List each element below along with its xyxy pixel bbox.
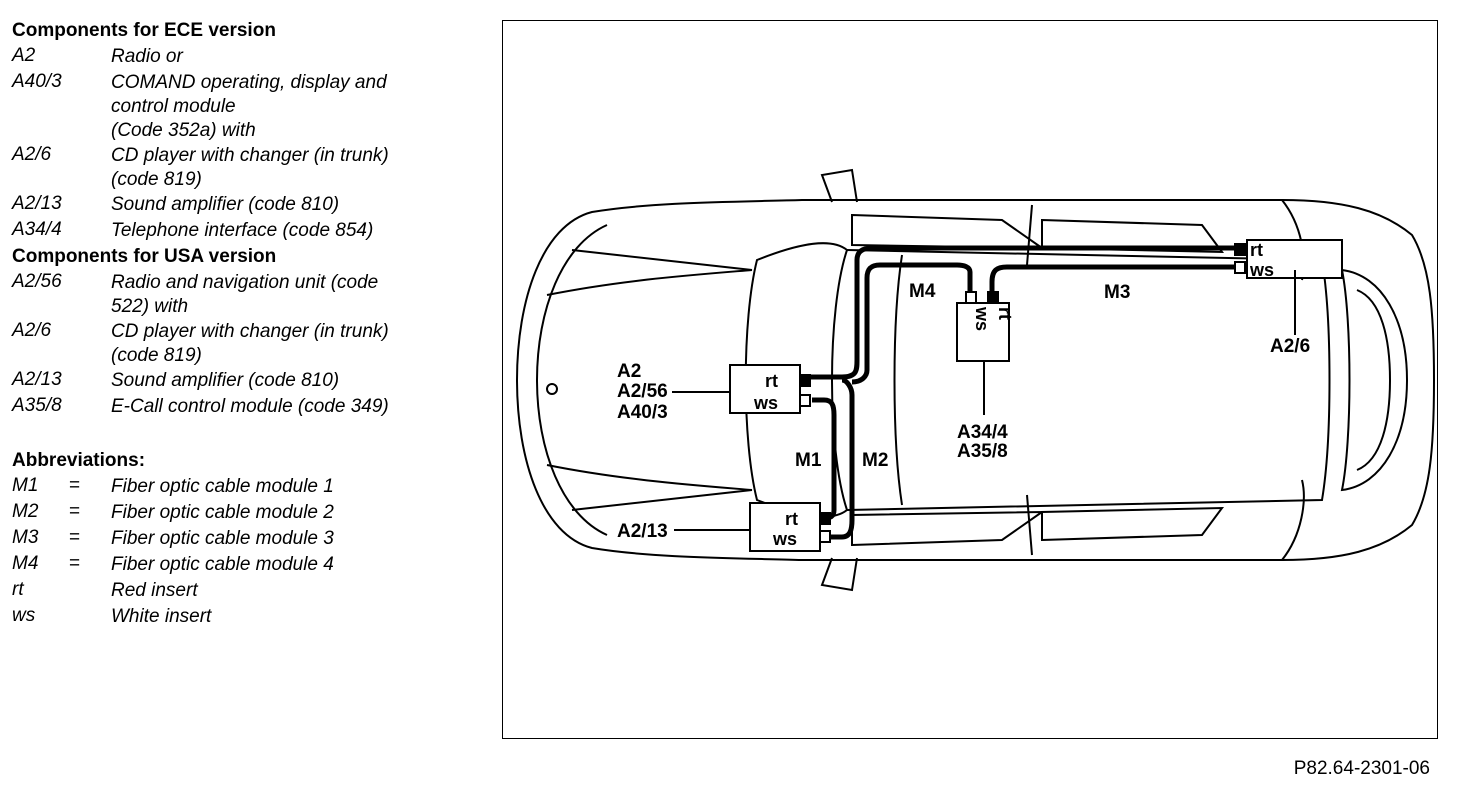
legend-description: Radio or <box>111 46 183 67</box>
legend-row: M4 = Fiber optic cable module 4 <box>12 552 482 578</box>
legend-description: Fiber optic cable module 4 <box>111 554 334 575</box>
legend-row: A2/13 Sound amplifier (code 810) <box>12 368 482 394</box>
legend-description: Radio and navigation unit (code 522) wit… <box>111 272 379 317</box>
cd-ws-label: ws <box>1249 260 1274 280</box>
tel-white-insert <box>965 291 977 304</box>
legend-description: E-Call control module (code 349) <box>111 396 389 417</box>
radio-white-insert <box>799 394 811 407</box>
legend-code: ws <box>12 605 36 626</box>
figure-reference: P82.64-2301-06 <box>1293 758 1430 779</box>
legend-code: A35/8 <box>12 395 62 416</box>
cable-m3-label: M3 <box>1104 282 1130 303</box>
cable-m3 <box>989 264 1237 295</box>
legend-code: M4 <box>12 553 39 574</box>
legend-row: A40/3 COMAND operating, display and contr… <box>12 70 482 143</box>
legend-code: rt <box>12 579 24 600</box>
legend-description: Sound amplifier (code 810) <box>111 194 340 215</box>
legend-description: Fiber optic cable module 2 <box>111 502 334 523</box>
legend-code: M2 <box>12 501 39 522</box>
legend-description: COMAND operating, display and control mo… <box>111 72 387 141</box>
telephone-label-a34-4: A34/4 <box>957 422 1008 443</box>
legend-code: A2/6 <box>12 144 52 165</box>
radio-label-a40-3: A40/3 <box>617 402 668 423</box>
legend-description: CD player with changer (in trunk) (code … <box>111 145 389 190</box>
legend-code: A2/56 <box>12 271 62 292</box>
cd-changer-label: A2/6 <box>1270 336 1310 357</box>
legend-description: Red insert <box>111 580 198 601</box>
diagram-frame <box>502 20 1438 739</box>
cable-m2 <box>804 245 1237 380</box>
legend-description: White insert <box>111 606 212 627</box>
legend-row: A2/6 CD player with changer (in trunk) (c… <box>12 143 482 192</box>
cd-rt-label: rt <box>1250 240 1263 260</box>
radio-red-insert <box>799 374 811 387</box>
legend-row: A2 Radio or <box>12 44 482 70</box>
legend-code: A2/13 <box>12 193 62 214</box>
telephone-module-box <box>956 302 1010 362</box>
cd-red-insert <box>1234 243 1246 256</box>
ece-heading: Components for ECE version <box>12 20 276 41</box>
legend-equals: = <box>69 553 81 574</box>
amp-rt-label: rt <box>785 509 798 529</box>
vehicle-wiring-diagram: rt ws rt ws ws rt rt ws A2 A2/56 A40/3 A… <box>515 168 1436 592</box>
legend-code: A2/6 <box>12 320 52 341</box>
legend-code: A2/13 <box>12 369 62 390</box>
abbreviation-list: M1 = Fiber optic cable module 1 M2 = Fiber op… <box>12 474 482 630</box>
cable-m4 <box>851 262 973 385</box>
legend-description: CD player with changer (in trunk) (code … <box>111 321 389 366</box>
radio-label-a2-56: A2/56 <box>617 381 668 402</box>
leader-lines <box>672 270 1296 531</box>
connector-inserts <box>799 243 1246 543</box>
amplifier-module-box <box>749 502 821 552</box>
legend-description: Telephone interface (code 854) <box>111 220 374 241</box>
tel-rt-label: rt <box>995 307 1015 320</box>
legend-row: M1 = Fiber optic cable module 1 <box>12 474 482 500</box>
legend-row: M2 = Fiber optic cable module 2 <box>12 500 482 526</box>
legend-code: A40/3 <box>12 71 62 92</box>
radio-label-a2: A2 <box>617 361 641 382</box>
legend-description: Sound amplifier (code 810) <box>111 370 340 391</box>
component-legend: Components for ECE version A2 Radio or A40… <box>12 18 482 630</box>
legend-row: A2/56 Radio and navigation unit (code 522… <box>12 270 482 319</box>
usa-heading: Components for USA version <box>12 246 277 267</box>
radio-ws-label: ws <box>753 393 778 413</box>
legend-row: ws White insert <box>12 604 482 630</box>
tel-red-insert <box>987 291 999 304</box>
amp-white-insert <box>819 530 831 543</box>
cable-m2-label: M2 <box>862 450 888 471</box>
legend-row: A2/6 CD player with changer (in trunk) (c… <box>12 319 482 368</box>
legend-code: A34/4 <box>12 219 62 240</box>
legend-equals: = <box>69 527 81 548</box>
amplifier-label: A2/13 <box>617 521 668 542</box>
legend-equals: = <box>69 475 81 496</box>
cable-m4-label: M4 <box>909 281 936 302</box>
legend-code: M3 <box>12 527 39 548</box>
legend-row: M3 = Fiber optic cable module 3 <box>12 526 482 552</box>
cd-white-insert <box>1234 261 1246 274</box>
fiber-optic-cables <box>804 245 1237 540</box>
cable-m1-label: M1 <box>795 450 822 471</box>
amp-red-insert <box>819 512 831 525</box>
legend-code: M1 <box>12 475 39 496</box>
abbreviations-heading: Abbreviations: <box>12 450 146 471</box>
tel-ws-label: ws <box>972 306 992 331</box>
legend-row: A35/8 E-Call control module (code 349) <box>12 394 482 420</box>
legend-description: Fiber optic cable module 1 <box>111 476 334 497</box>
radio-module-box <box>729 364 801 414</box>
legend-code: A2 <box>12 45 36 66</box>
radio-rt-label: rt <box>765 371 778 391</box>
module-boxes <box>729 239 1343 552</box>
usa-component-list: A2/56 Radio and navigation unit (code 522… <box>12 270 482 420</box>
amp-ws-label: ws <box>772 529 797 549</box>
legend-row: A34/4 Telephone interface (code 854) <box>12 218 482 244</box>
legend-description: Fiber optic cable module 3 <box>111 528 334 549</box>
legend-equals: = <box>69 501 81 522</box>
ece-component-list: A2 Radio or A40/3 COMAND operating, display… <box>12 44 482 244</box>
legend-row: A2/13 Sound amplifier (code 810) <box>12 192 482 218</box>
telephone-label-a35-8: A35/8 <box>957 441 1008 462</box>
legend-row: rt Red insert <box>12 578 482 604</box>
cable-amp-ws <box>820 377 855 540</box>
